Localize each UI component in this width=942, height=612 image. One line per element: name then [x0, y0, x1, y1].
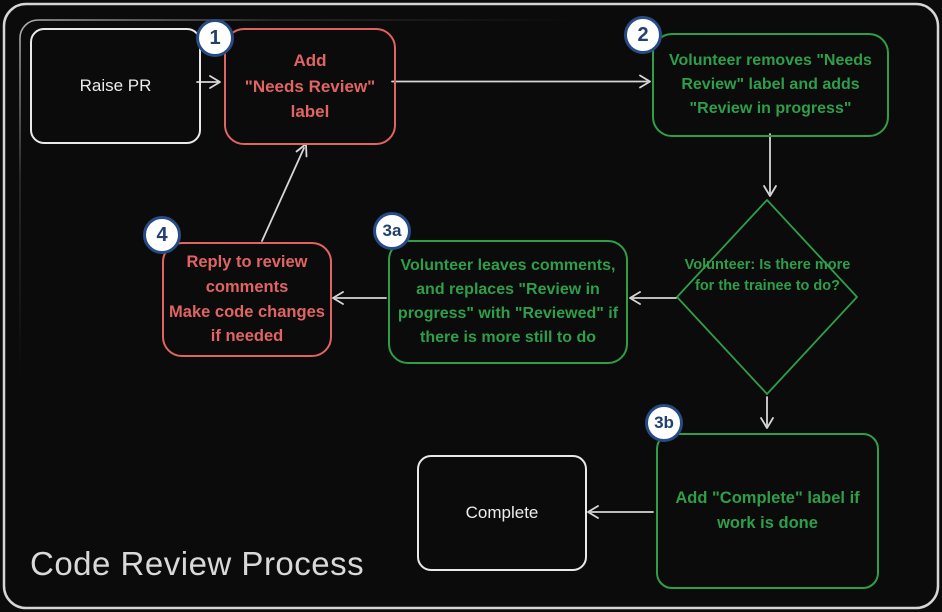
node-raise-pr-label: Raise PR	[79, 76, 152, 96]
arrow-decision-to-leaves	[629, 291, 677, 305]
inner-frame-border	[19, 19, 924, 596]
arrow-leaves-to-reply	[332, 291, 387, 305]
arrow-reply-to-needs	[261, 143, 308, 242]
node-add-needs-review-label: Add "Needs Review" label	[224, 28, 396, 145]
node-text-line: Is there more for	[694, 257, 851, 295]
step-badge-3b: 3b	[645, 404, 683, 442]
node-complete-label: Complete	[465, 503, 539, 523]
node-text-line: Make code changes	[169, 302, 325, 321]
step-badge-3a: 3a	[373, 212, 411, 250]
node-text-line: label	[290, 102, 330, 122]
node-text-line: there is more still to do	[419, 329, 597, 346]
node-text-line: "Review in progress"	[689, 100, 852, 117]
node-add-complete-label: Add "Complete" label if work is done	[656, 433, 879, 589]
arrow-removes-to-decision	[763, 133, 777, 197]
arrow-needs-to-removes	[391, 74, 651, 89]
node-text-line: Add "Complete" label if	[675, 489, 860, 508]
step-badge-4: 4	[143, 216, 181, 254]
node-text-line: Reply to review	[186, 253, 308, 271]
node-text-line: and replaces "Review in	[416, 281, 600, 298]
step-badge-2: 2	[624, 16, 662, 54]
node-text-line: progress" with "Reviewed" if	[397, 305, 619, 322]
node-volunteer-leaves-comments: Volunteer leaves comments, and replaces …	[388, 240, 628, 364]
node-volunteer-removes-label: Volunteer removes "Needs Review" label a…	[652, 33, 889, 137]
arrow-addcomplete-to-complete	[587, 505, 654, 519]
decision-diamond-shape	[676, 199, 858, 395]
node-text-line: work is done	[717, 514, 818, 532]
step-badge-1: 1	[196, 19, 234, 57]
node-reply-to-review-comments: Reply to review comments Make code chang…	[162, 242, 332, 357]
node-complete: Complete	[417, 455, 587, 571]
node-text-line: Review" label and adds	[681, 76, 860, 93]
node-text-line: Volunteer:	[684, 257, 756, 273]
node-raise-pr: Raise PR	[30, 28, 201, 144]
diagram-title: Code Review Process	[30, 545, 365, 582]
node-text-line: Add	[293, 51, 327, 71]
node-text-line: if needed	[210, 327, 284, 346]
node-text-line: the trainee to do?	[718, 278, 841, 295]
node-text-line: Volunteer leaves comments,	[400, 257, 616, 274]
node-text-line: comments	[205, 277, 289, 296]
node-text-line: "Needs Review"	[244, 76, 376, 96]
node-decision-is-there-more: Volunteer: Is there more for the trainee…	[677, 255, 858, 297]
node-text-line: Volunteer removes "Needs	[669, 52, 872, 69]
arrow-decision-to-addcomplete	[760, 396, 774, 429]
